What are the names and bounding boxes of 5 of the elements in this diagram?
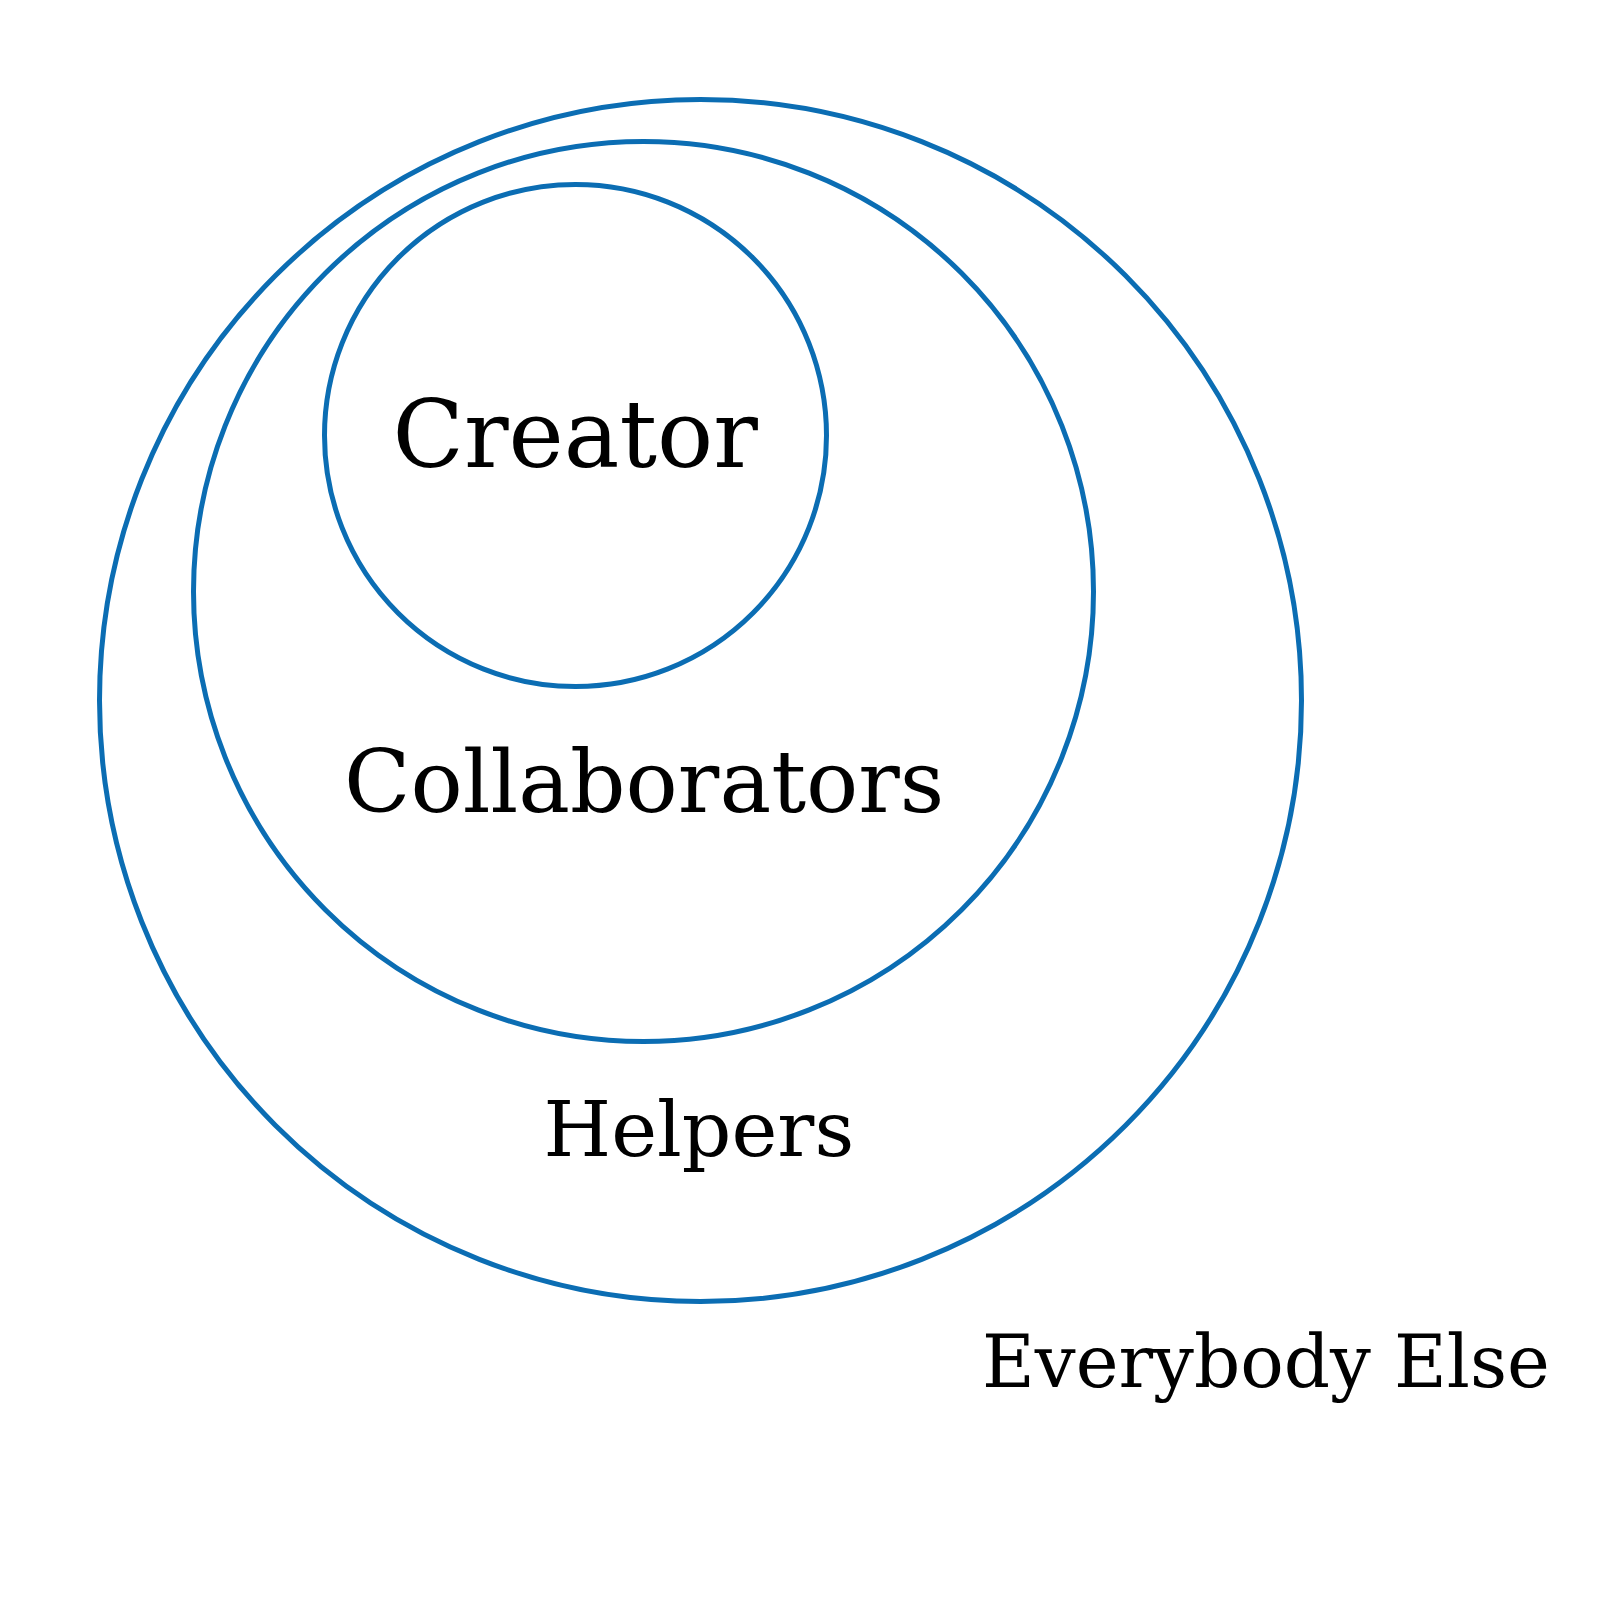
circle-label: Collaborators	[344, 738, 945, 826]
circle-label: Creator	[392, 387, 758, 481]
inner-circle	[321, 181, 829, 689]
middle-circle	[190, 138, 1096, 1044]
outer-circle	[96, 96, 1304, 1304]
